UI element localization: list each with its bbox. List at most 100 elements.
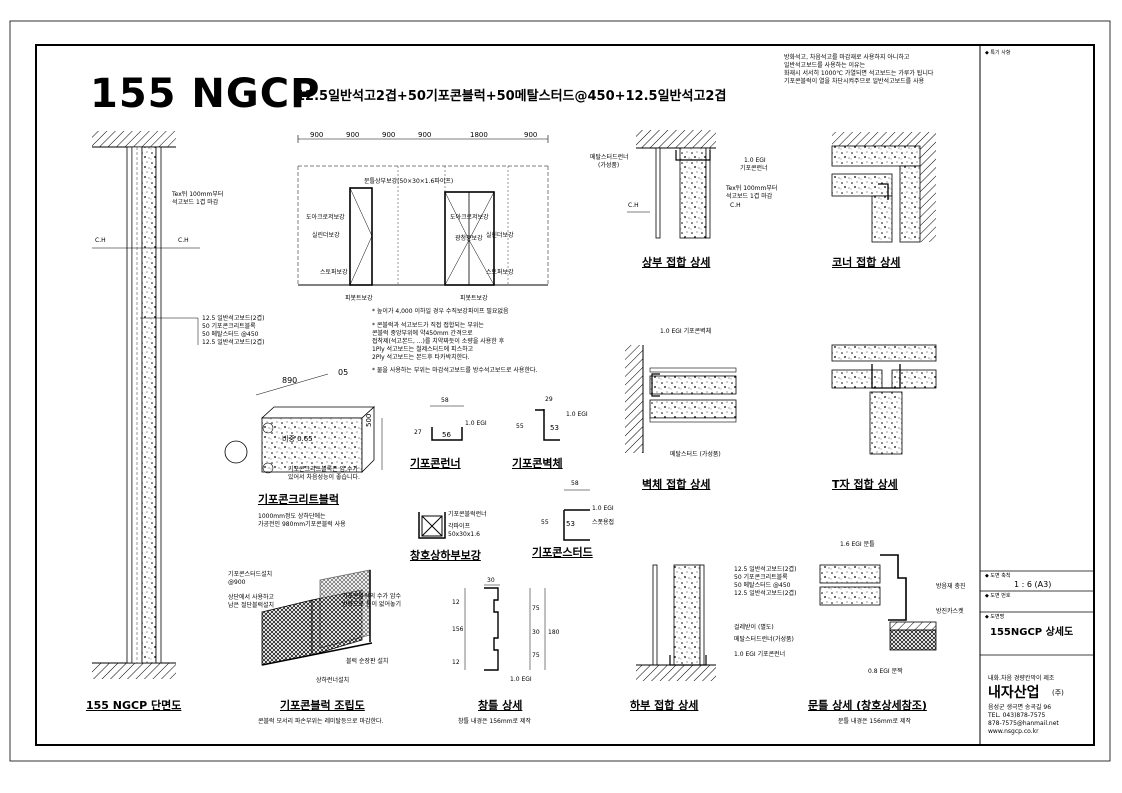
top-joint-label: Tex뒤 100mm부터	[726, 185, 778, 192]
runner-profile	[430, 405, 464, 441]
drawing-name-label: ◆ 도면명	[985, 614, 1005, 620]
frame-note: 창틀 내경은 156mm로 제작	[458, 718, 532, 725]
inner-border	[35, 44, 1095, 746]
elev-label: 광청문보강	[455, 235, 483, 242]
elevation-dim: 900	[346, 131, 360, 139]
elev-note: 콘블럭 중앙부위에 약450mm 간격으로	[372, 330, 473, 337]
scale-label: ◆ 도면 축척	[985, 573, 1011, 579]
elev-label: 스토퍼보강	[486, 269, 514, 276]
header-note: 화재시 서서히 1000℃ 가열되면 석고보드는 가루가 됩니다	[784, 70, 934, 77]
block-caption: 기포콘크리트블럭	[258, 493, 339, 506]
bottom-joint-label: 메탈스터드런너(가성품)	[734, 636, 794, 643]
top-joint-detail	[627, 130, 716, 239]
assembly-note: 콘블럭 모서리 파손부위는 레미탈등으로 마감한다.	[258, 718, 384, 725]
block-illustration	[224, 373, 383, 474]
block-note: 있어서 차음성능이 좋습니다.	[288, 474, 360, 481]
top-joint-label: (가성품)	[598, 162, 620, 169]
assembly-label: 기포콘스터드설치	[228, 571, 273, 578]
section-note: Tex뒤 100mm부터	[172, 191, 224, 198]
frame-dim: 75	[532, 605, 540, 612]
section-note: 석고보드 1겹 마감	[172, 199, 219, 206]
corner-caption: 코너 접합 상세	[832, 256, 901, 269]
bottom-joint-label: 걸레받이 (별도)	[734, 624, 774, 631]
elevation-dim: 900	[382, 131, 396, 139]
section-layer: 50 기포콘크리트블록	[202, 323, 256, 330]
elev-note: * 콘블럭과 석고보드가 직접 접합되는 부위는	[372, 322, 484, 329]
runner-caption: 기포콘런너	[410, 457, 461, 470]
top-joint-ch: C.H	[730, 202, 741, 209]
door-elevation	[297, 135, 549, 286]
window-reinforcement	[418, 512, 446, 539]
window-reinf-caption: 창호상하부보강	[410, 549, 481, 562]
block-sub: 1000mm정도 상하단에는	[258, 513, 326, 520]
wall-joint-label: 1.0 EGI 기포콘벽체	[660, 328, 712, 335]
stud-dim: 53	[566, 520, 575, 528]
elev-label: 실린더보강	[312, 232, 340, 239]
ch-label: C.H	[178, 237, 189, 244]
window-reinf-label: 각파이프	[448, 523, 471, 530]
elev-label: 도아크로저보강	[450, 214, 489, 221]
wall-dim: 55	[516, 423, 524, 430]
elevation-dim: 1800	[470, 131, 488, 139]
t-joint-detail	[831, 344, 937, 455]
block-sub: 가공전인 980mm기포콘블럭 사용	[258, 521, 346, 528]
outer-border	[9, 20, 1111, 762]
elev-note: 접착제(석고본드, ...)를 치약짜듯이 소량을 사용한 후	[372, 338, 505, 345]
wall-joint-label: 메탈스터드 (가성품)	[670, 451, 721, 458]
runner-dim: 58	[441, 397, 449, 404]
runner-dim: 27	[414, 429, 422, 436]
t-joint-caption: T자 접합 상세	[832, 478, 898, 491]
bottom-joint-detail	[636, 564, 716, 681]
block-note: 기포콘크리트블록은 암,수가	[288, 466, 359, 473]
doorframe-label: 방음재 충진	[936, 583, 966, 590]
company-tel: TEL. 043)878-7575	[988, 712, 1046, 719]
elevation-dim: 900	[418, 131, 432, 139]
doorframe-caption: 문틀 상세 (창호상세참조)	[808, 699, 927, 712]
block-dim: 890	[282, 376, 298, 385]
assembly-illustration	[261, 569, 373, 666]
company-web: www.nsgcp.co.kr	[988, 728, 1039, 735]
elev-label: 도아크로저보강	[306, 214, 345, 221]
bottom-joint-label: 1.0 EGI 기포콘런너	[734, 651, 786, 658]
elevation-dim: 900	[310, 131, 324, 139]
wall-caption: 기포콘벽체	[512, 457, 563, 470]
assembly-label: 방향으로 틈이 없어놓기	[342, 601, 402, 608]
header-note: 방화석고, 차음석고를 마감재로 사용하지 아니하고	[784, 54, 910, 61]
top-joint-caption: 상부 접합 상세	[642, 256, 711, 269]
corner-joint-detail	[831, 132, 936, 243]
elev-label: 스토퍼보강	[320, 269, 348, 276]
elev-note: 2Ply 석고보드는 본드후 타카박치한다.	[372, 354, 470, 361]
elev-label: 문틀상부보강(50×30×1.6파이프)	[364, 178, 454, 185]
elev-note: 1Ply 석고보드는 철제스터드에 피스하고	[372, 346, 474, 353]
doorframe-label: 방진카스켓	[936, 608, 964, 615]
bottom-joint-layer: 12.5 일반석고보드(2겹)	[734, 590, 797, 597]
top-joint-label: 1.0 EGI	[744, 157, 766, 164]
drawing-name: 155NGCP 상세도	[990, 627, 1074, 638]
bottom-joint-layer: 50 메탈스터드 @450	[734, 582, 791, 589]
frame-caption: 창틀 상세	[478, 699, 523, 712]
frame-profile	[464, 584, 546, 671]
bottom-joint-layer: 12.5 일반석고보드(2겹)	[734, 566, 797, 573]
section-layer: 12.5 일반석고보드(2겹)	[202, 339, 265, 346]
stud-caption: 기포콘스터드	[532, 546, 593, 559]
doorframe-detail	[819, 554, 937, 651]
section-layer: 50 메탈스터드 @450	[202, 331, 259, 338]
section-view	[92, 131, 200, 679]
block-dim: 05	[338, 368, 349, 377]
block-dim: 500	[365, 413, 373, 427]
wall-dim: 53	[550, 424, 559, 432]
doorframe-label: 1.6 EGI 문틀	[840, 541, 875, 548]
header-note: 일반석고보드를 사용하는 이유는	[784, 62, 866, 69]
wall-profile	[535, 409, 560, 441]
section-caption: 155 NGCP 단면도	[86, 699, 182, 712]
stud-egi: 1.0 EGI	[592, 505, 614, 512]
wall-dim: 29	[545, 396, 553, 403]
top-joint-label: 메탈스터드런너	[590, 154, 629, 161]
assembly-caption: 기포콘블럭 조립도	[280, 699, 365, 712]
frame-dim: 12	[452, 659, 460, 666]
top-joint-label: 석고보드 1겹 마감	[726, 193, 773, 200]
elev-label: 실린더보강	[486, 232, 514, 239]
wall-joint-detail	[625, 345, 737, 453]
remarks-label: ◆ 특기 사항	[985, 50, 1011, 56]
